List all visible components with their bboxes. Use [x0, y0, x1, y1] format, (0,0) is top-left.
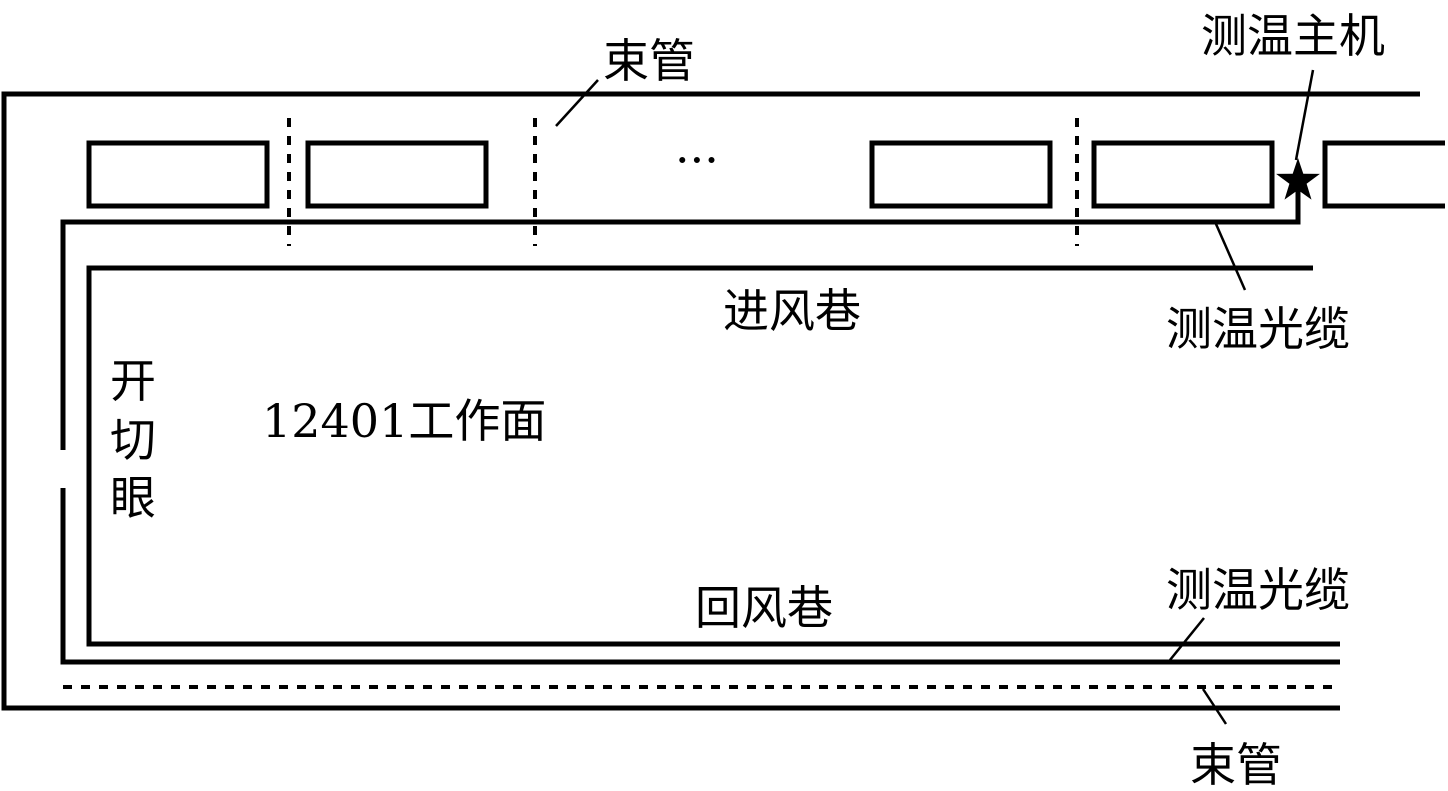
leader-line-fiber-top: [1214, 223, 1247, 291]
temperature-host-label: 测温主机: [1201, 9, 1385, 63]
pillar-block-4: [1091, 140, 1275, 209]
cut-hole-char-2: 切: [110, 413, 156, 467]
fiber-cable-lower: [60, 488, 1340, 665]
pillar-block-3: [869, 140, 1053, 209]
fiber-cable-upper: [60, 180, 1301, 450]
pillar-block-1: [86, 140, 270, 209]
leader-line-bundle-tube-bottom: [1201, 688, 1228, 725]
intake-roadway-label: 进风巷: [723, 284, 861, 338]
leader-line-fiber-bottom: [1169, 617, 1205, 661]
leader-line-bundle-tube-top: [555, 79, 599, 127]
inner-roadway-wall: [86, 265, 1340, 647]
fiber-cable-bottom-label: 测温光缆: [1166, 563, 1350, 617]
bundle-tube-top-label: 束管: [603, 34, 695, 88]
pillar-block-5-partial: [1322, 140, 1445, 209]
cut-hole-char-1: 开: [110, 354, 156, 408]
workface-label: 12401工作面: [262, 394, 546, 448]
ellipsis-label: ···: [675, 133, 719, 187]
fiber-cable-top-label: 测温光缆: [1166, 302, 1350, 356]
leader-line-host: [1294, 69, 1315, 161]
bundle-tube-bottom-label: 束管: [1190, 738, 1282, 791]
temperature-host-star-icon: [1276, 158, 1320, 200]
outer-roadway-wall: [1, 91, 1420, 711]
pillar-block-2: [305, 140, 489, 209]
cut-hole-char-3: 眼: [110, 471, 156, 525]
return-roadway-label: 回风巷: [695, 581, 833, 635]
